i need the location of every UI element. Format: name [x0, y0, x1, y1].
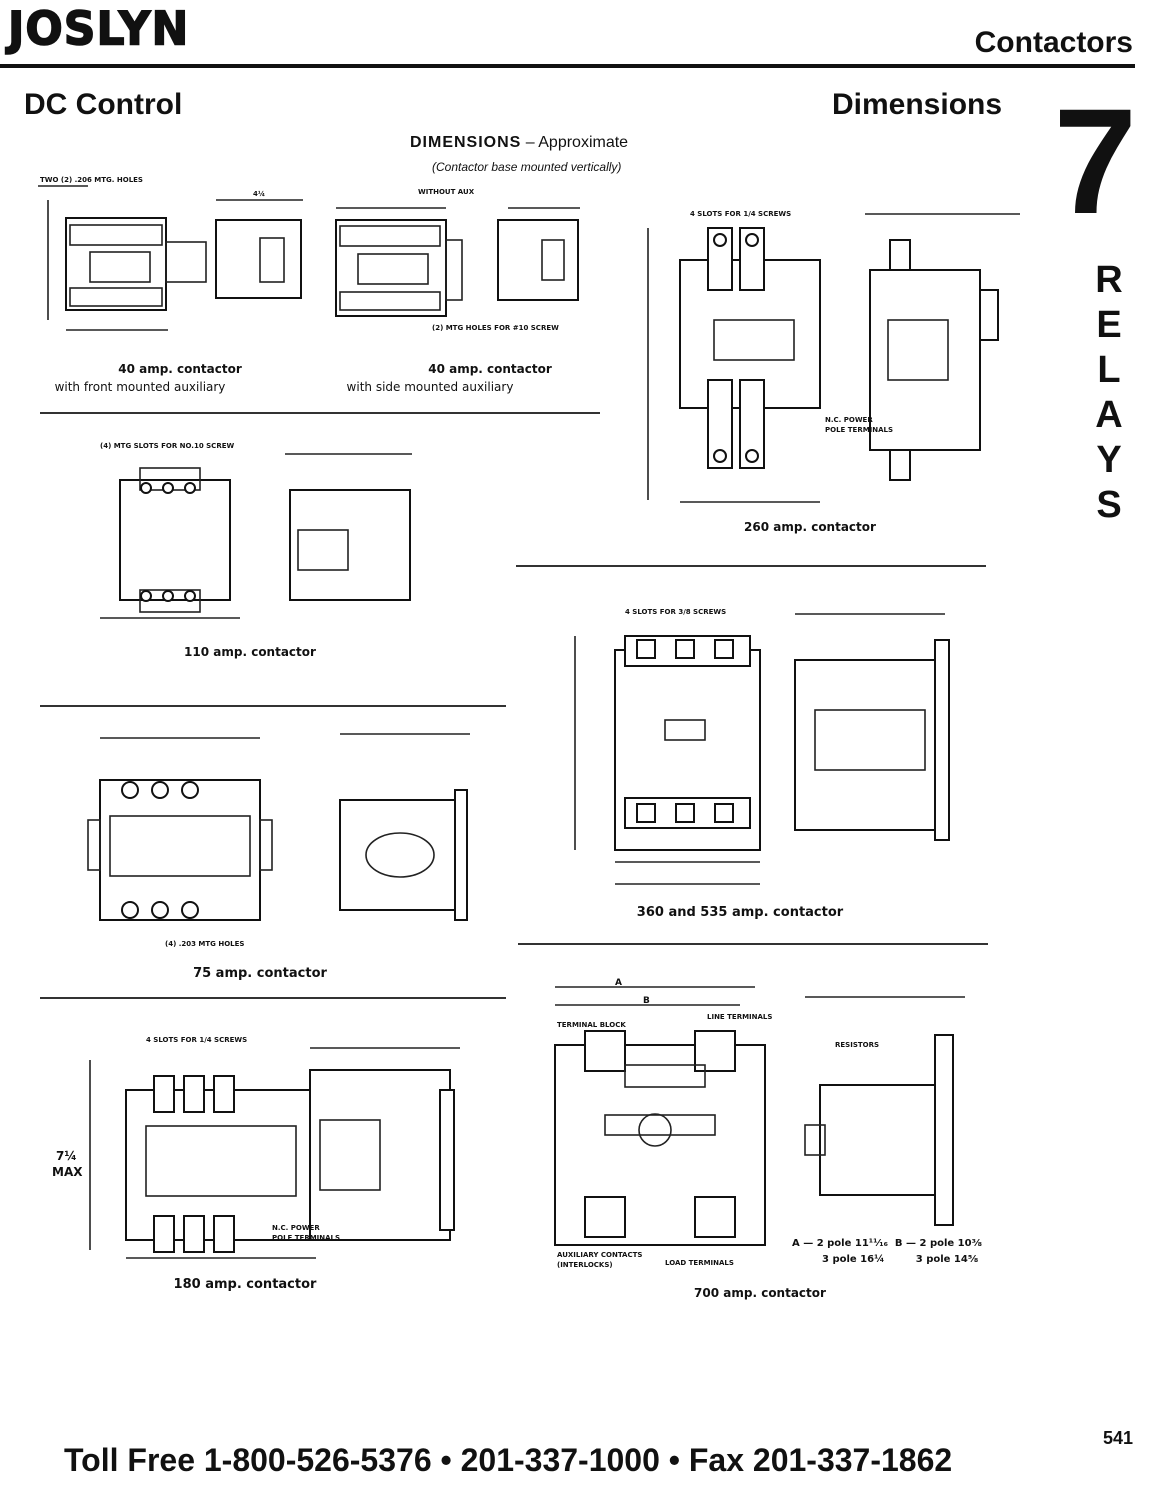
section-left-title: DC Control — [24, 88, 183, 121]
category-title: Contactors — [974, 26, 1133, 59]
chapter-label: R E L A Y S — [1089, 258, 1129, 528]
header-rule — [0, 64, 1135, 68]
svg-text:TWO (2) .206 MTG. HOLES: TWO (2) .206 MTG. HOLES — [40, 176, 143, 184]
svg-text:(4) .203 MTG HOLES: (4) .203 MTG HOLES — [165, 940, 244, 948]
svg-text:MAX: MAX — [52, 1165, 83, 1179]
drawing-180amp: 4 SLOTS FOR 1/4 SCREWS N.C. POWER POLE T… — [52, 1036, 460, 1259]
svg-text:RESISTORS: RESISTORS — [835, 1041, 879, 1049]
section-divider — [40, 412, 600, 414]
page-number: 541 — [1102, 1428, 1133, 1448]
dimensions-title: DIMENSIONS – Approximate — [410, 134, 628, 152]
svg-text:4¼: 4¼ — [253, 190, 265, 198]
section-divider — [40, 705, 506, 707]
svg-text:4 SLOTS FOR 1/4 SCREWS: 4 SLOTS FOR 1/4 SCREWS — [146, 1036, 247, 1044]
caption-40amp-side: 40 amp. contactor — [428, 362, 552, 376]
dimensions-title-rest: – Approximate — [521, 134, 629, 151]
section-right-title: Dimensions — [832, 88, 1003, 121]
chapter-letter: Y — [1096, 439, 1122, 481]
svg-text:N.C. POWER: N.C. POWER — [272, 1224, 320, 1232]
caption-260amp: 260 amp. contactor — [744, 520, 876, 534]
svg-text:LOAD TERMINALS: LOAD TERMINALS — [665, 1259, 734, 1267]
drawing-260amp: 4 SLOTS FOR 1/4 SCREWS N.C. POWER POLE T… — [647, 210, 1020, 503]
svg-text:(2) MTG HOLES FOR #10 SCREW: (2) MTG HOLES FOR #10 SCREW — [432, 324, 559, 332]
caption-110amp: 110 amp. contactor — [184, 645, 316, 659]
brand-logo: JOSLYN — [7, 2, 190, 57]
svg-text:4 SLOTS FOR 3/8 SCREWS: 4 SLOTS FOR 3/8 SCREWS — [625, 608, 726, 616]
svg-text:POLE TERMINALS: POLE TERMINALS — [825, 426, 893, 434]
chapter-number: 7 — [1053, 77, 1137, 245]
svg-text:(INTERLOCKS): (INTERLOCKS) — [557, 1261, 613, 1269]
caption-40amp-front: 40 amp. contactor — [118, 362, 242, 376]
chapter-letter: R — [1095, 259, 1123, 301]
caption-360-535amp: 360 and 535 amp. contactor — [636, 905, 844, 920]
svg-text:4 SLOTS FOR 1/4 SCREWS: 4 SLOTS FOR 1/4 SCREWS — [690, 210, 791, 218]
svg-text:B: B — [643, 996, 650, 1006]
section-divider — [516, 565, 986, 567]
caption-180amp: 180 amp. contactor — [173, 1277, 317, 1292]
chapter-letter: S — [1096, 484, 1122, 526]
section-divider — [518, 943, 988, 945]
caption-700amp: 700 amp. contactor — [694, 1286, 826, 1300]
dimensions-note: (Contactor base mounted vertically) — [432, 160, 622, 174]
chapter-letter: L — [1097, 349, 1121, 391]
svg-text:AUXILIARY CONTACTS: AUXILIARY CONTACTS — [557, 1251, 642, 1259]
drawing-75amp: (4) .203 MTG HOLES — [87, 733, 470, 948]
svg-text:N.C. POWER: N.C. POWER — [825, 416, 873, 424]
svg-text:LINE TERMINALS: LINE TERMINALS — [707, 1013, 772, 1021]
footer-contact: Toll Free 1-800-526-5376 • 201-337-1000 … — [64, 1442, 953, 1478]
svg-text:A: A — [615, 978, 622, 988]
chapter-letter: A — [1095, 394, 1123, 436]
drawing-40amp-side: WITHOUT AUX (2) MTG HOLES FOR #10 SCREW — [335, 188, 580, 332]
drawing-110amp: (4) MTG SLOTS FOR NO.10 SCREW — [100, 442, 412, 619]
subcaption-40amp-side: with side mounted auxiliary — [346, 380, 514, 394]
drawing-700amp: A B TERMINAL BLOCK LINE TERMINALS RESIST… — [554, 978, 965, 1269]
drawing-360-535amp: 4 SLOTS FOR 3/8 SCREWS — [574, 608, 950, 885]
subcaption-40amp-front: with front mounted auxiliary — [54, 380, 226, 394]
note-700amp-b: 3 pole 16¼ 3 pole 14⅝ — [822, 1254, 979, 1265]
note-700amp-a: A — 2 pole 11¹¹⁄₁₆ B — 2 pole 10⅜ — [792, 1238, 982, 1249]
caption-75amp: 75 amp. contactor — [193, 966, 327, 981]
svg-text:7¼: 7¼ — [56, 1149, 77, 1163]
section-divider — [40, 997, 506, 999]
svg-text:(4) MTG SLOTS FOR NO.10 SCREW: (4) MTG SLOTS FOR NO.10 SCREW — [100, 442, 234, 450]
svg-text:TERMINAL BLOCK: TERMINAL BLOCK — [557, 1021, 626, 1029]
dimensions-title-bold: DIMENSIONS — [410, 134, 522, 151]
svg-text:WITHOUT AUX: WITHOUT AUX — [418, 188, 475, 196]
drawing-40amp-front: TWO (2) .206 MTG. HOLES 4¼ — [38, 176, 303, 331]
chapter-letter: E — [1096, 304, 1122, 346]
svg-text:POLE TERMINALS: POLE TERMINALS — [272, 1234, 340, 1242]
